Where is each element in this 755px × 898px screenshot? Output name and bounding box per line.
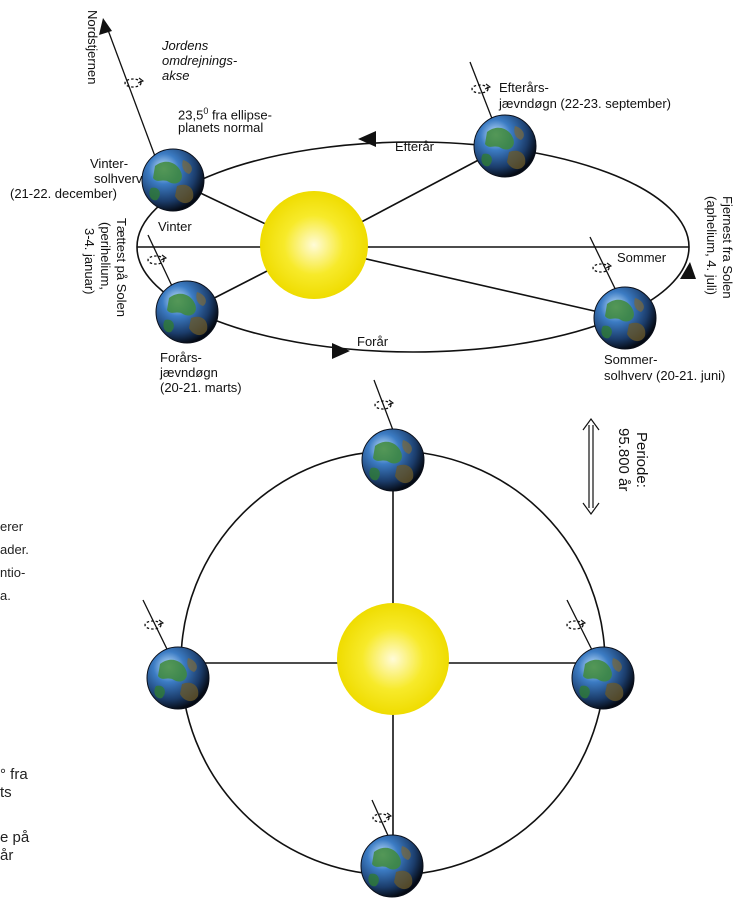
earth-icon [593, 286, 657, 350]
earth-icon [473, 114, 537, 178]
winter-solstice-line1: Vinter- [90, 156, 129, 171]
aphelion-line2: (aphelium, 4. juli) [704, 196, 719, 295]
rotation-icon [592, 262, 612, 273]
rotation-icon [147, 254, 167, 265]
cut-text-line: erer [0, 519, 24, 534]
winter-solstice-line3: (21-22. december) [10, 186, 117, 201]
earth-icon [155, 280, 219, 344]
cut-text-line: a. [0, 588, 11, 603]
cut-text-line: ader. [0, 542, 29, 557]
aphelion-line1: Fjernest fra Solen [720, 196, 735, 299]
axis-title-line1: Jordens [162, 38, 209, 53]
arrow-icon [358, 131, 376, 147]
cut-text-line: ntio- [0, 565, 26, 580]
cut-text-line: ° fra [0, 766, 28, 783]
summer-solstice-line2: solhverv (20-21. juni) [604, 368, 726, 383]
spring-equinox-line1: Forårs- [160, 350, 202, 365]
summer-label: Sommer [617, 250, 667, 265]
summer-solstice-line1: Sommer- [604, 352, 658, 367]
spring-label: Forår [357, 334, 389, 349]
perihelion-line3: 3-4. januar) [82, 228, 97, 295]
rotation-icon [566, 619, 586, 630]
earth-icon [571, 646, 635, 710]
sun-icon [337, 603, 449, 715]
autumn-label: Efterår [395, 139, 435, 154]
perihelion-line2: (perihelium, [98, 222, 113, 290]
period-line2: 95.800 år [615, 428, 632, 492]
spring-equinox-line2: jævndøgn [160, 365, 218, 380]
spring-equinox-line3: (20-21. marts) [160, 380, 242, 395]
arrow-icon [332, 343, 350, 359]
winter-label: Vinter [158, 219, 192, 234]
earth-icon [360, 834, 424, 898]
autumn-equinox-line1: Efterårs- [499, 80, 549, 95]
winter-solstice-line2: solhverv [94, 171, 143, 186]
autumn-equinox-line2: jævndøgn (22-23. september) [499, 96, 671, 111]
axis-title-line3: akse [162, 68, 190, 83]
cut-text-line: e på [0, 829, 30, 846]
double-arrow-icon [582, 417, 600, 516]
sun-icon [260, 191, 368, 299]
axis-title-line2: omdrejnings- [162, 53, 238, 68]
tilt-label-line2: planets normal [178, 120, 264, 135]
cut-text-line: ts [0, 784, 12, 801]
arrow-icon [99, 18, 112, 35]
arrow-icon [680, 262, 696, 279]
nordstjernen-label: Nordstjernen [85, 10, 100, 85]
earth-icon [141, 148, 205, 212]
cut-text-line: år [0, 847, 14, 864]
earth-icon [146, 646, 210, 710]
tilt-label: 23,50 fra ellipse- [178, 106, 272, 123]
earth-icon [361, 428, 425, 492]
perihelion-line1: Tættest på Solen [114, 218, 129, 317]
period-line1: Periode: [633, 432, 650, 488]
